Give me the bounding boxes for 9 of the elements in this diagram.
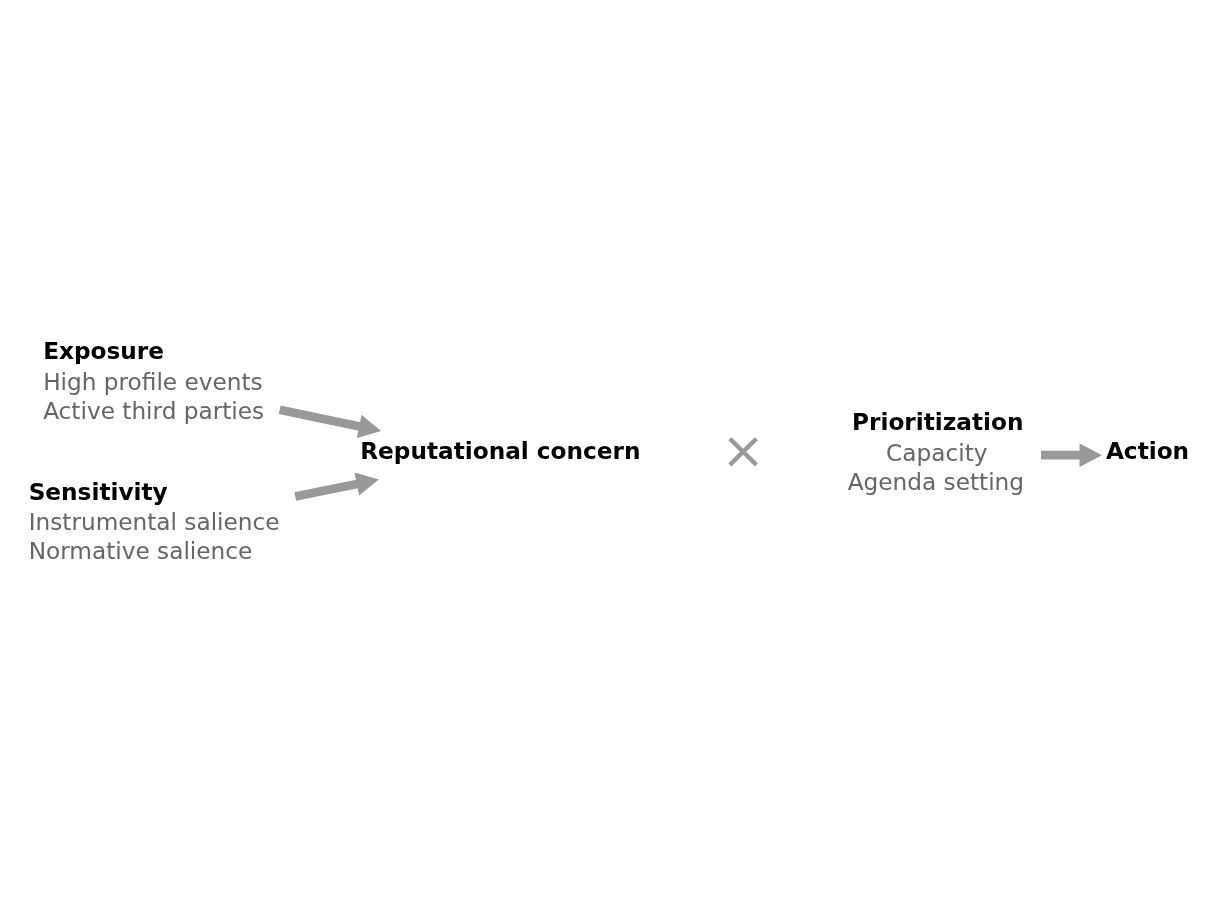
node-text: Action (1105, 436, 1190, 464)
node-text: Sensitivity Instrumental salience Normative salience (28, 477, 280, 564)
label: × (721, 419, 766, 480)
node-text: Reputational concern (360, 436, 641, 464)
node-text: Exposure High profile events Active third parties (43, 336, 265, 424)
arrow (294, 471, 379, 501)
node-text: Prioritization Capacity Agenda setting (847, 407, 1025, 495)
arrow (278, 405, 382, 438)
arrow (1041, 442, 1102, 467)
